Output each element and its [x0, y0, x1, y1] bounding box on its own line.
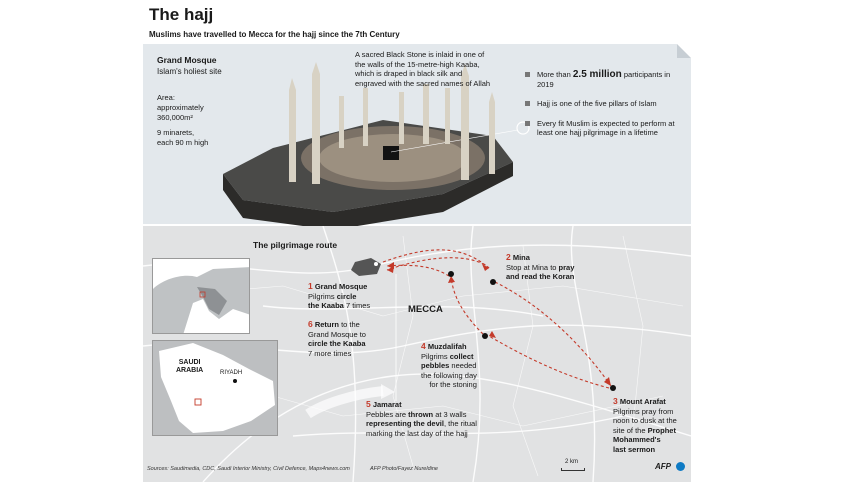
- grand-mosque-map-icon: [351, 258, 381, 276]
- black-stone-pointer: [390, 129, 519, 153]
- route-4-to-5: [450, 275, 484, 335]
- route-arrows: [382, 249, 612, 389]
- minaret-tips: [289, 62, 495, 102]
- marker-muzdalifah: [482, 333, 488, 339]
- marker-jamarat: [448, 271, 454, 277]
- step-return: 6 Return to the Grand Mosque to circle t…: [308, 319, 366, 358]
- panel-corner-fold: [677, 44, 691, 58]
- page-title: The hajj: [149, 5, 214, 24]
- saudi-inset-map: [152, 340, 278, 436]
- grand-mosque-area: Area: approximately 360,000m²: [157, 93, 204, 122]
- page-subtitle: Muslims have travelled to Mecca for the …: [149, 30, 400, 39]
- afp-logo: AFP: [655, 462, 671, 471]
- route-5-to-6: [386, 264, 450, 277]
- black-stone-note: A sacred Black Stone is inlaid in one of…: [355, 50, 491, 88]
- sources-note: Sources: Saudimedia, CDC, Saudi Interior…: [147, 466, 350, 472]
- route-2-to-3: [494, 281, 612, 387]
- saudi-outline: [159, 343, 275, 433]
- grand-mosque-illustration: [223, 62, 530, 230]
- grand-mosque-map-marker: [374, 262, 378, 266]
- minaret: [339, 96, 344, 148]
- riyadh-marker: [233, 379, 237, 383]
- riyadh-label: RIYADH: [220, 370, 243, 376]
- scale-label: 2 km: [565, 459, 579, 465]
- step-grand-mosque: 1 Grand Mosque Pilgrims circle the Kaaba…: [308, 281, 371, 310]
- minaret: [312, 74, 320, 184]
- route-stop-markers: [448, 271, 616, 391]
- scale-bar: [561, 468, 585, 471]
- afp-logo-icon: [676, 462, 685, 471]
- mecca-locator-box: [194, 398, 202, 406]
- route-3-to-4: [488, 335, 610, 389]
- mecca-label: MECCA: [408, 304, 443, 315]
- minaret: [363, 88, 368, 146]
- minarets: [289, 74, 495, 184]
- step-muzdalifah: 4 Muzdalifah Pilgrims collect pebbles ne…: [421, 341, 477, 389]
- minaret: [289, 90, 296, 182]
- fact-obligation: Every fit Muslim is expected to perform …: [525, 119, 675, 138]
- fact-participants: More than 2.5 million participants in 20…: [525, 70, 675, 89]
- route-title: The pilgrimage route: [253, 240, 338, 250]
- mosque-wall: [223, 162, 513, 230]
- middle-east-locator: [153, 267, 249, 333]
- route-1-to-2: [382, 249, 490, 269]
- grand-mosque-name: Grand Mosque: [157, 55, 217, 65]
- fact-pillar: Hajj is one of the five pillars of Islam: [525, 99, 675, 109]
- minaret: [445, 88, 450, 144]
- facts-list: More than 2.5 million participants in 20…: [525, 70, 675, 148]
- minaret: [399, 92, 404, 144]
- route-arrowheads: [387, 262, 611, 386]
- saudi-arabia-label: SAUDI ARABIA: [176, 359, 204, 374]
- black-stone-marker: [516, 121, 530, 135]
- minaret: [461, 76, 469, 180]
- step-jamarat: 5 Jamarat Pebbles are thrown at 3 walls …: [366, 399, 477, 438]
- grand-mosque-minarets: 9 minarets, each 90 m high: [157, 128, 209, 147]
- step-mina: 2 Mina Stop at Mina to pray and read the…: [506, 252, 575, 281]
- hajj-infographic: The hajj Muslims have travelled to Mecca…: [143, 0, 691, 482]
- grand-mosque-subtitle: Islam's holiest site: [157, 67, 222, 76]
- kaaba: [383, 146, 399, 160]
- globe-inset-map: [152, 258, 250, 334]
- minaret: [423, 84, 429, 144]
- minaret: [489, 102, 495, 174]
- marker-arafat: [610, 385, 616, 391]
- step-mount-arafat: 3 Mount Arafat Pilgrims pray from noon t…: [613, 396, 677, 454]
- marker-mina: [490, 279, 496, 285]
- photo-credit: AFP Photo/Fayez Nureldine: [370, 466, 438, 472]
- inset-pointer-arrow: [305, 386, 384, 419]
